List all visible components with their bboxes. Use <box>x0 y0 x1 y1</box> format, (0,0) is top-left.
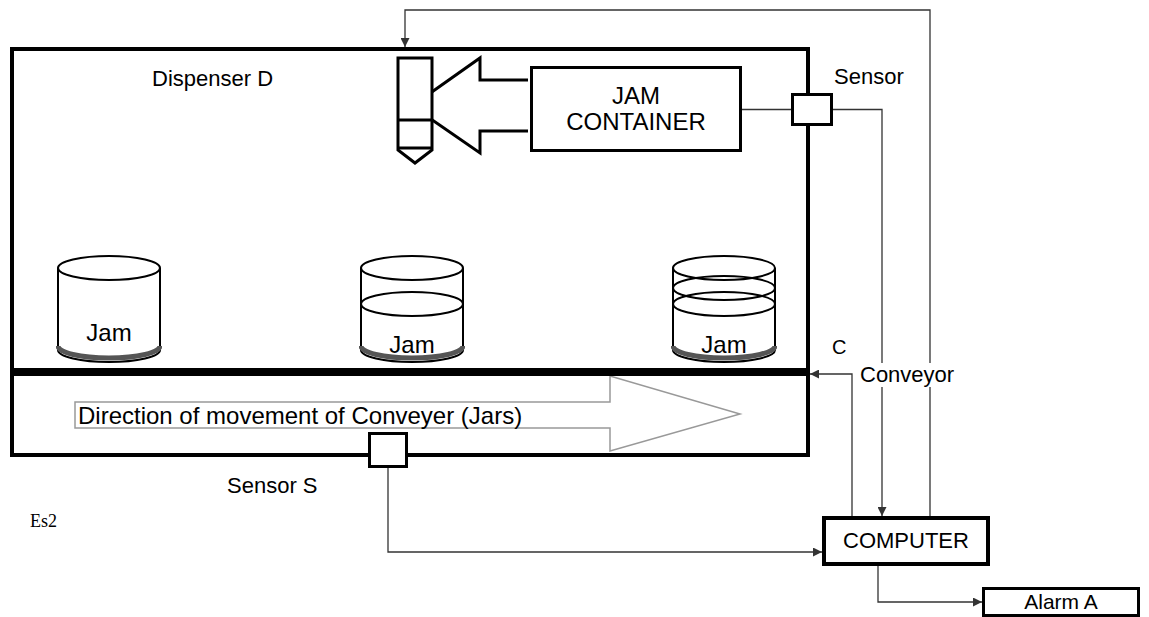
signal-wire <box>833 110 882 517</box>
node-text: Jam <box>359 332 465 358</box>
conveyor-band: Direction of movement of Conveyer (Jars) <box>10 369 810 457</box>
node-text: Dispenser D <box>152 67 273 91</box>
jar: Jam <box>671 254 777 364</box>
nozzle-band <box>398 119 432 122</box>
dispenser-box: Dispenser D JAM CONTAINER Jam Jam Jam <box>10 47 810 372</box>
figure-number: Es2 <box>28 512 59 532</box>
node-text: Jam <box>671 332 777 358</box>
alarm-box: Alarm A <box>982 587 1140 617</box>
jam-container: JAM CONTAINER <box>530 66 742 152</box>
node-text: Sensor <box>834 65 904 89</box>
computer-box: COMPUTER <box>822 516 990 566</box>
sensor-box: Sensor S <box>368 432 408 468</box>
node-text: Jam <box>56 320 162 346</box>
node-text: Alarm A <box>1024 590 1098 613</box>
signal-wire <box>878 566 982 602</box>
node-text: Sensor S <box>227 474 318 498</box>
node-text: Direction of movement of Conveyer (Jars) <box>78 403 522 429</box>
signal-wire <box>388 468 822 552</box>
node-text: JAM CONTAINER <box>551 83 721 136</box>
signal-label: C <box>830 336 848 358</box>
sensor-box: Sensor <box>791 93 833 126</box>
signal-wire <box>810 374 852 516</box>
signal-wire <box>405 10 930 516</box>
jar-outline <box>56 254 162 364</box>
nozzle-band <box>398 147 432 150</box>
jar: Jam <box>359 254 465 364</box>
node-text: COMPUTER <box>843 529 969 553</box>
signal-wire <box>742 109 791 110</box>
signal-label: Conveyor <box>858 363 956 387</box>
jar: Jam <box>56 254 162 364</box>
dispenser-nozzle <box>398 58 432 163</box>
